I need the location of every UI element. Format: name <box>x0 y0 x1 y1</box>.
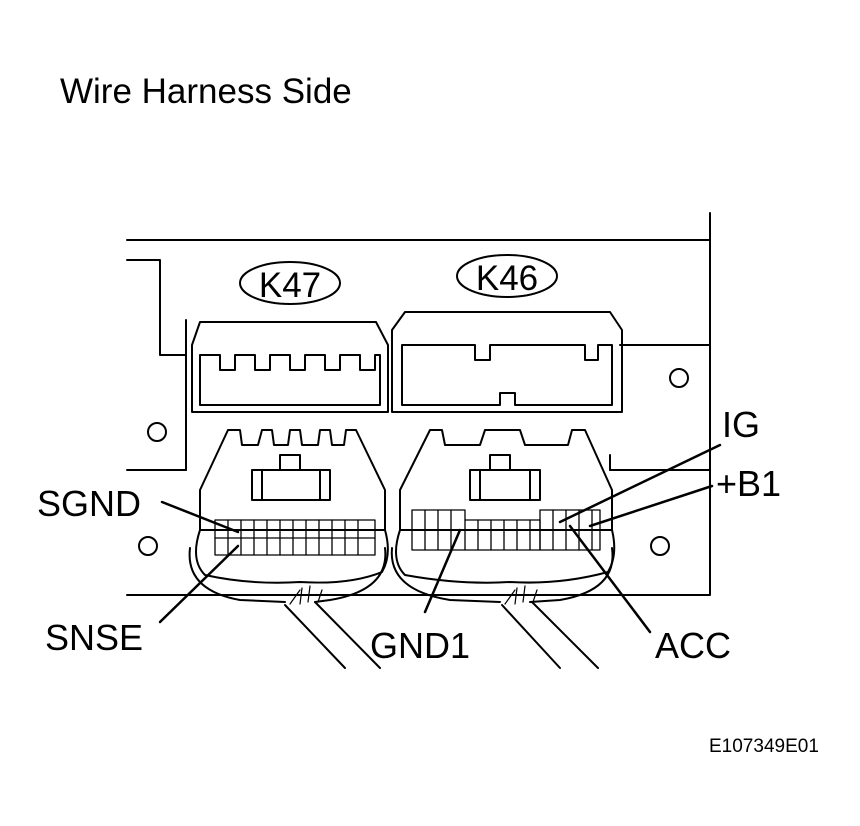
terminal-label-ig: IG <box>722 404 761 445</box>
k46-receptacle <box>391 311 623 413</box>
sgnd-leader-line <box>160 500 240 534</box>
k47-id-text: K47 <box>259 266 321 305</box>
terminal-label-b1: +B1 <box>716 463 782 504</box>
figure-id: E107349E01 <box>709 736 819 757</box>
k47-receptacle <box>191 321 389 413</box>
k46-id-text: K46 <box>476 259 538 298</box>
ecu-housing <box>126 212 711 596</box>
k47-harness-plug <box>188 429 389 669</box>
ig-leader-line <box>558 443 722 524</box>
terminal-label-gnd1: GND1 <box>370 625 471 666</box>
k46-label-oval: K46 <box>456 254 558 298</box>
terminal-label-acc: ACC <box>655 625 732 666</box>
leader-lines <box>158 443 722 634</box>
k47-label-oval: K47 <box>239 261 341 305</box>
gnd1-leader-line <box>423 528 462 614</box>
b1-leader-line <box>588 484 714 528</box>
page-title: Wire Harness Side <box>60 72 352 111</box>
k46-harness-plug <box>390 429 616 669</box>
acc-leader-line <box>568 524 652 634</box>
terminal-label-snse: SNSE <box>45 617 144 658</box>
snse-leader-line <box>158 544 240 624</box>
terminal-label-sgnd: SGND <box>37 483 142 524</box>
